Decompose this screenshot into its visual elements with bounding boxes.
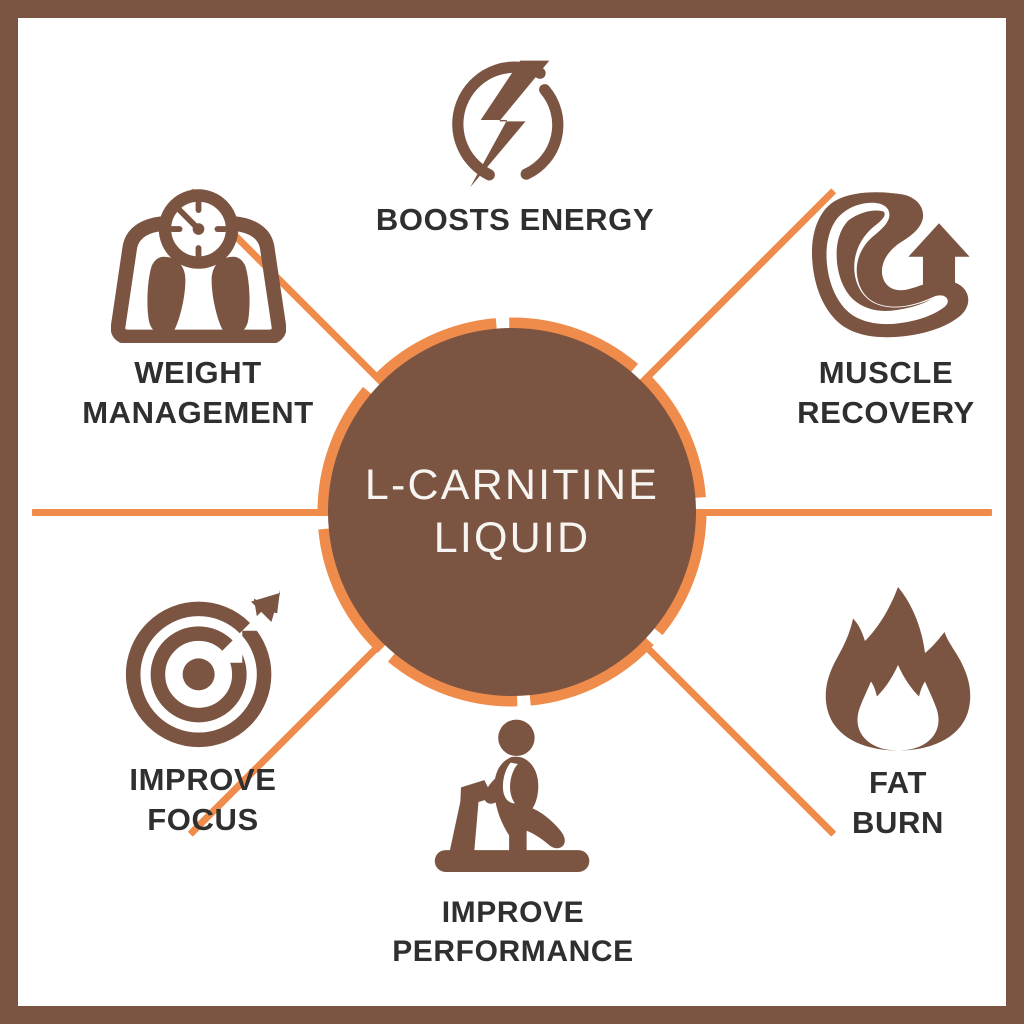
benefit-improve-focus[interactable]: IMPROVE FOCUS bbox=[53, 590, 353, 841]
flame-icon bbox=[825, 587, 971, 751]
center-hub: L-CARNITINE LIQUID bbox=[317, 317, 707, 707]
center-hub-ring bbox=[317, 317, 707, 707]
center-line-1: L-CARNITINE bbox=[364, 460, 660, 509]
benefit-label: BOOSTS ENERGY bbox=[375, 202, 655, 237]
benefit-label: IMPROVE PERFORMANCE bbox=[392, 896, 634, 968]
benefit-label: MUSCLE RECOVERY bbox=[797, 355, 975, 431]
benefit-fat-burn[interactable]: FAT BURN bbox=[748, 583, 1006, 844]
flexed-bicep-arrow-up-icon bbox=[811, 192, 970, 338]
benefit-improve-performance[interactable]: IMPROVE PERFORMANCE bbox=[363, 718, 663, 971]
benefit-label: WEIGHT MANAGEMENT bbox=[82, 355, 314, 431]
bathroom-scale-icon bbox=[110, 189, 286, 343]
target-dart-icon bbox=[125, 590, 281, 748]
center-hub-disc bbox=[328, 328, 696, 696]
center-hub-label: L-CARNITINE LIQUID bbox=[317, 317, 707, 707]
center-line-2: LIQUID bbox=[433, 514, 591, 562]
benefit-boosts-energy[interactable]: BOOSTS ENERGY bbox=[365, 58, 665, 240]
ray-right bbox=[512, 509, 992, 516]
benefit-weight-management[interactable]: WEIGHT MANAGEMENT bbox=[48, 188, 348, 434]
benefit-label: FAT BURN bbox=[852, 765, 944, 841]
benefit-label: IMPROVE FOCUS bbox=[129, 762, 277, 838]
infographic-canvas: L-CARNITINE LIQUID BOOSTS ENERGY MUSCLE R… bbox=[18, 18, 1006, 1006]
treadmill-runner-icon bbox=[434, 719, 589, 872]
lightning-bolt-icon bbox=[452, 60, 564, 188]
benefit-muscle-recovery[interactable]: MUSCLE RECOVERY bbox=[736, 188, 1006, 434]
